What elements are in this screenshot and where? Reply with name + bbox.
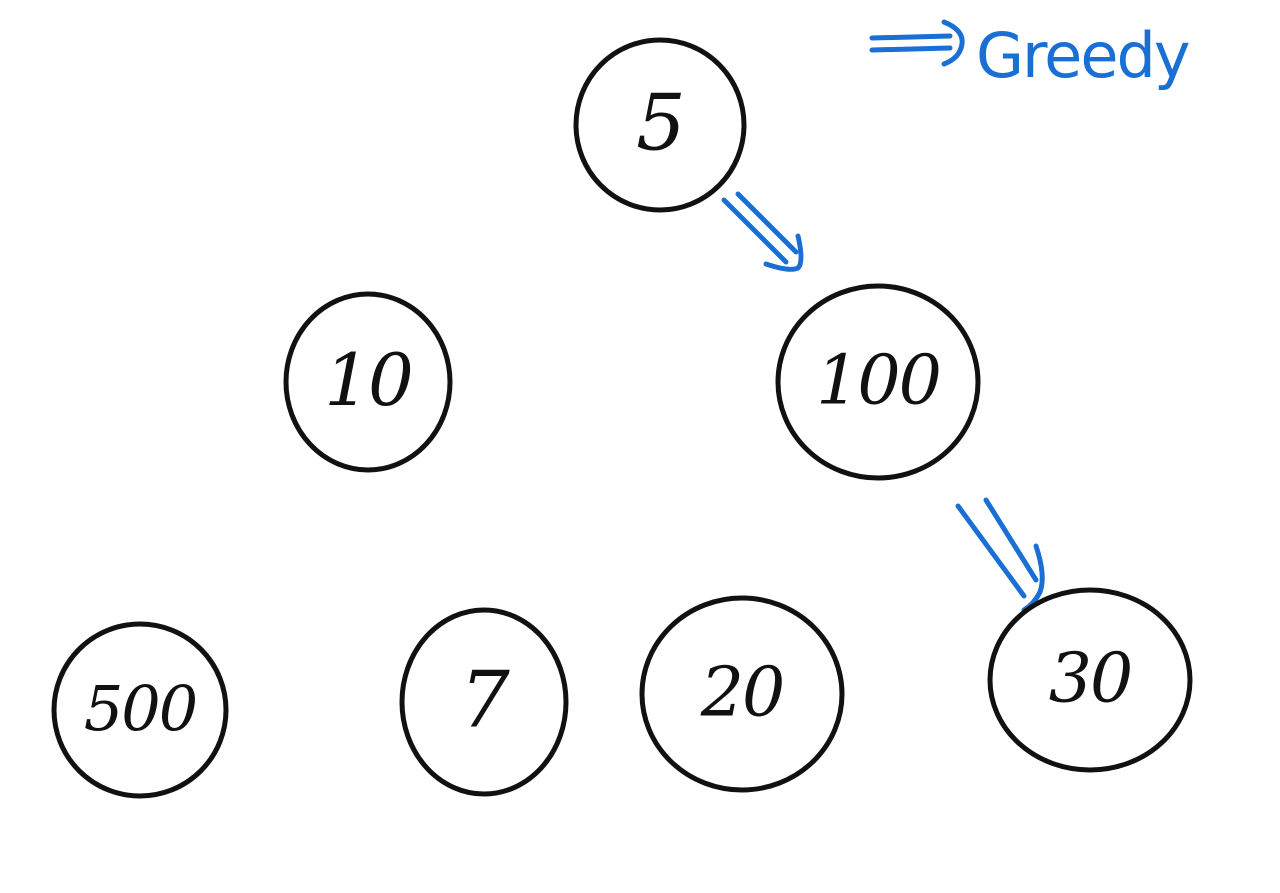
greedy-arrow-100-to-30 [955, 497, 1045, 613]
node-circle [987, 587, 1193, 773]
node-circle [775, 283, 981, 481]
node-label: 500 [84, 672, 197, 745]
legend: Greedy [869, 19, 1191, 92]
greedy-arrow-5-to-100 [721, 191, 804, 272]
legend-label: Greedy [976, 19, 1189, 92]
node-label: 30 [1049, 640, 1132, 719]
node-label: 7 [460, 656, 510, 746]
node-circle [283, 291, 453, 473]
node-circle [399, 607, 569, 797]
double-arrow-right-icon [869, 19, 965, 67]
node-label: 5 [636, 79, 684, 169]
node-label: 10 [324, 338, 412, 422]
node-circle [51, 621, 229, 799]
tree-node-500: 500 [51, 621, 229, 799]
node-circle [639, 595, 845, 793]
tree-nodes: 5 10 100 500 7 20 30 [51, 37, 1193, 799]
tree-node-7: 7 [399, 607, 569, 797]
node-circle [573, 37, 747, 213]
node-label: 20 [700, 654, 784, 733]
tree-node-100: 100 [775, 283, 981, 481]
node-label: 100 [816, 342, 941, 421]
tree-node-20: 20 [639, 595, 845, 793]
tree-node-5: 5 [573, 37, 747, 213]
tree-node-10: 10 [283, 291, 453, 473]
tree-node-30: 30 [987, 587, 1193, 773]
